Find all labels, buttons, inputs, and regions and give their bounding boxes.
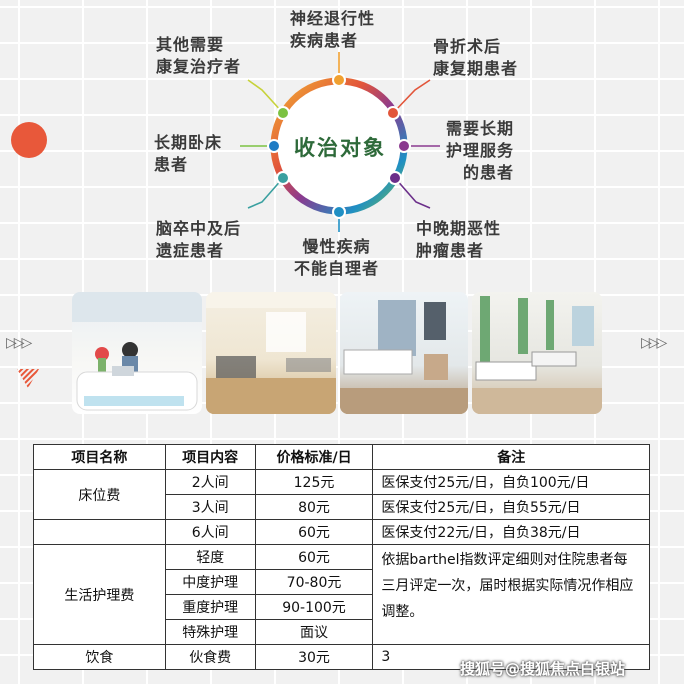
patient-types-diagram [240,52,440,232]
node-dot-right [397,139,411,153]
cell-content: 特殊护理 [164,619,256,645]
cell-content: 轻度 [164,544,256,570]
table-row: 床位费 2人间 125元 医保支付25元/日，自负100元/日 [33,469,650,520]
header-item-name: 项目名称 [33,444,166,470]
header-price: 价格标准/日 [254,444,374,470]
cell-note: 医保支付25元/日，自负100元/日 [372,469,650,495]
photo-reception [72,292,202,414]
node-dot-bottom [332,205,346,219]
cell-care-note: 依据barthel指数评定细则对住院患者每三月评定一次，届时根据实际情况作相应调… [372,544,650,645]
node-dot-top [332,73,346,87]
table-row: 3人间 80元 医保支付25元/日，自负55元/日 [34,494,650,520]
node-dot-bottom-left [276,171,290,185]
cell-price: 30元 [254,644,374,670]
node-dot-top-right [386,106,400,120]
table-row: 6人间 60元 医保支付22元/日，自负38元/日 [33,519,650,545]
node-dot-left [267,139,281,153]
cell-empty [33,519,166,545]
arrow-decoration-left: ▷▷▷ [6,335,32,351]
cell-content: 3人间 [164,494,256,520]
photo-rehab-hall [206,292,336,414]
watermark: 搜狐号@搜狐焦点白银站 [460,660,626,678]
cell-price: 70-80元 [254,569,374,595]
cell-price: 60元 [254,519,374,545]
label-late-stage-tumor: 中晚期恶性肿瘤患者 [416,219,502,260]
cell-note: 医保支付25元/日，自负55元/日 [372,494,650,520]
label-other-rehab: 其他需要康复治疗者 [156,35,242,76]
table-row: 饮食 伙食费 30元 3 [33,644,650,670]
category-food: 饮食 [33,644,166,670]
arrow-decoration-right: ▷▷▷ [641,335,667,351]
cell-price: 80元 [254,494,374,520]
decorative-circle [11,122,47,158]
label-stroke-sequelae: 脑卒中及后遗症患者 [156,219,242,260]
cell-content: 6人间 [164,519,256,545]
cell-price: 125元 [254,469,374,495]
striped-triangle-icon [17,369,39,388]
label-chronic-disease: 慢性疾病不能自理者 [294,237,380,278]
label-fracture-recovery: 骨折术后康复期患者 [433,37,519,78]
label-long-term-care: 需要长期护理服务的患者 [446,119,515,182]
table-row: 中度护理 70-80元 [34,569,650,595]
photo-ward-single [340,292,468,414]
category-bed-fee: 床位费 [33,469,166,520]
node-dot-top-left [276,106,290,120]
cell-price: 90-100元 [254,594,374,620]
cell-note: 3 [372,644,650,670]
diagram-center-title: 收治对象 [294,135,386,160]
cell-content: 2人间 [164,469,256,495]
table-row: 重度护理 90-100元 [34,594,650,620]
table-header-row: 项目名称 项目内容 价格标准/日 备注 [33,444,650,470]
label-neurodegenerative: 神经退行性疾病患者 [290,9,376,50]
price-table: 项目名称 项目内容 价格标准/日 备注 床位费 2人间 125元 医保支付25元… [33,444,650,670]
cell-price: 面议 [254,619,374,645]
label-bedridden: 长期卧床患者 [154,133,223,174]
header-item-content: 项目内容 [164,444,256,470]
category-care-fee: 生活护理费 [33,544,166,645]
table-row: 生活护理费 轻度 60元 依据barthel指数评定细则对住院患者每三月评定一次… [33,544,650,645]
node-dot-bottom-right [388,171,402,185]
facility-photos [72,292,602,414]
header-remarks: 备注 [372,444,650,470]
cell-content: 重度护理 [164,594,256,620]
cell-note: 医保支付22元/日，自负38元/日 [372,519,650,545]
cell-price: 60元 [254,544,374,570]
photo-ward-multi [472,292,602,414]
cell-content: 伙食费 [164,644,256,670]
cell-content: 中度护理 [164,569,256,595]
